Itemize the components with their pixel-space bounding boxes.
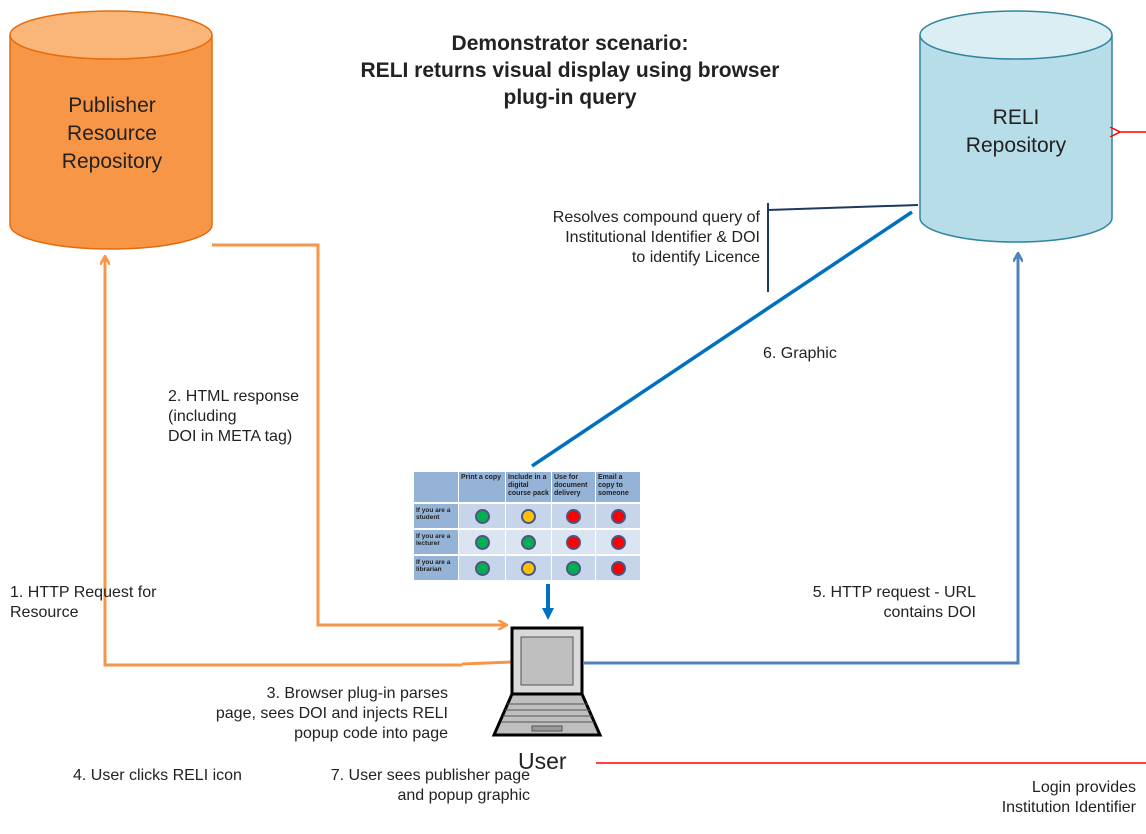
- step-7-label: 7. User sees publisher page and popup gr…: [330, 767, 530, 804]
- grid-status-cell: [459, 504, 505, 528]
- status-dot-amber: [521, 508, 536, 524]
- grid-corner-cell: [414, 472, 458, 502]
- grid-row-label: If you are a librarian: [414, 556, 458, 580]
- grid-status-cell: [552, 504, 595, 528]
- step-3-label: 3. Browser plug-in parses page, sees DOI…: [215, 685, 448, 742]
- status-dot-amber: [521, 560, 536, 576]
- grid-status-cell: [506, 530, 551, 554]
- diagram-title: Demonstrator scenario: RELI returns visu…: [360, 32, 780, 109]
- reli-repository-label: RELI Repository: [965, 106, 1067, 157]
- grid-column-header: Email a copy to someone: [596, 472, 640, 502]
- grid-column-header: Use for document delivery: [552, 472, 595, 502]
- laptop-icon: [491, 626, 603, 737]
- grid-row-label: If you are a lecturer: [414, 530, 458, 554]
- grid-status-cell: [596, 556, 640, 580]
- resolve-bracket: [767, 203, 919, 292]
- grid-status-cell: [596, 530, 640, 554]
- grid-row-label: If you are a student: [414, 504, 458, 528]
- status-dot-green: [521, 534, 536, 550]
- request-resource-arrow-tail: [461, 660, 513, 666]
- status-dot-red: [566, 508, 581, 524]
- publisher-repository-cylinder: [9, 10, 213, 250]
- status-dot-green: [474, 534, 490, 550]
- status-dot-red: [610, 508, 626, 524]
- status-dot-red: [566, 534, 581, 550]
- grid-status-cell: [459, 556, 505, 580]
- step-2-label: 2. HTML response (including DOI in META …: [168, 388, 300, 445]
- grid-status-cell: [596, 504, 640, 528]
- grid-status-cell: [506, 556, 551, 580]
- grid-column-header: Include in a digital course pack: [506, 472, 551, 502]
- step-4-label: 4. User clicks RELI icon: [73, 767, 242, 784]
- html-response-arrow: [212, 243, 505, 625]
- grid-status-cell: [459, 530, 505, 554]
- grid-column-header: Print a copy: [459, 472, 505, 502]
- step-6-label: 6. Graphic: [763, 345, 837, 362]
- grid-status-cell: [552, 556, 595, 580]
- user-label: User: [518, 748, 567, 774]
- step-5-label: 5. HTTP request - URL contains DOI: [812, 584, 976, 621]
- step-1-label: 1. HTTP Request for Resource: [10, 584, 157, 621]
- status-dot-green: [474, 560, 490, 576]
- status-dot-green: [474, 508, 490, 524]
- http-request-doi-arrow: [584, 255, 1018, 665]
- grid-status-cell: [552, 530, 595, 554]
- request-resource-arrow: [105, 258, 462, 667]
- publisher-repository-label: Publisher Resource Repository: [61, 94, 163, 173]
- resolve-note: Resolves compound query of Institutional…: [552, 209, 760, 266]
- status-dot-red: [610, 560, 626, 576]
- status-dot-green: [566, 560, 581, 576]
- graphic-line: [531, 210, 913, 468]
- status-dot-red: [610, 534, 626, 550]
- reli-repository-cylinder: [919, 10, 1113, 243]
- grid-status-cell: [506, 504, 551, 528]
- login-note: Login provides Institution Identifier: [1001, 779, 1136, 816]
